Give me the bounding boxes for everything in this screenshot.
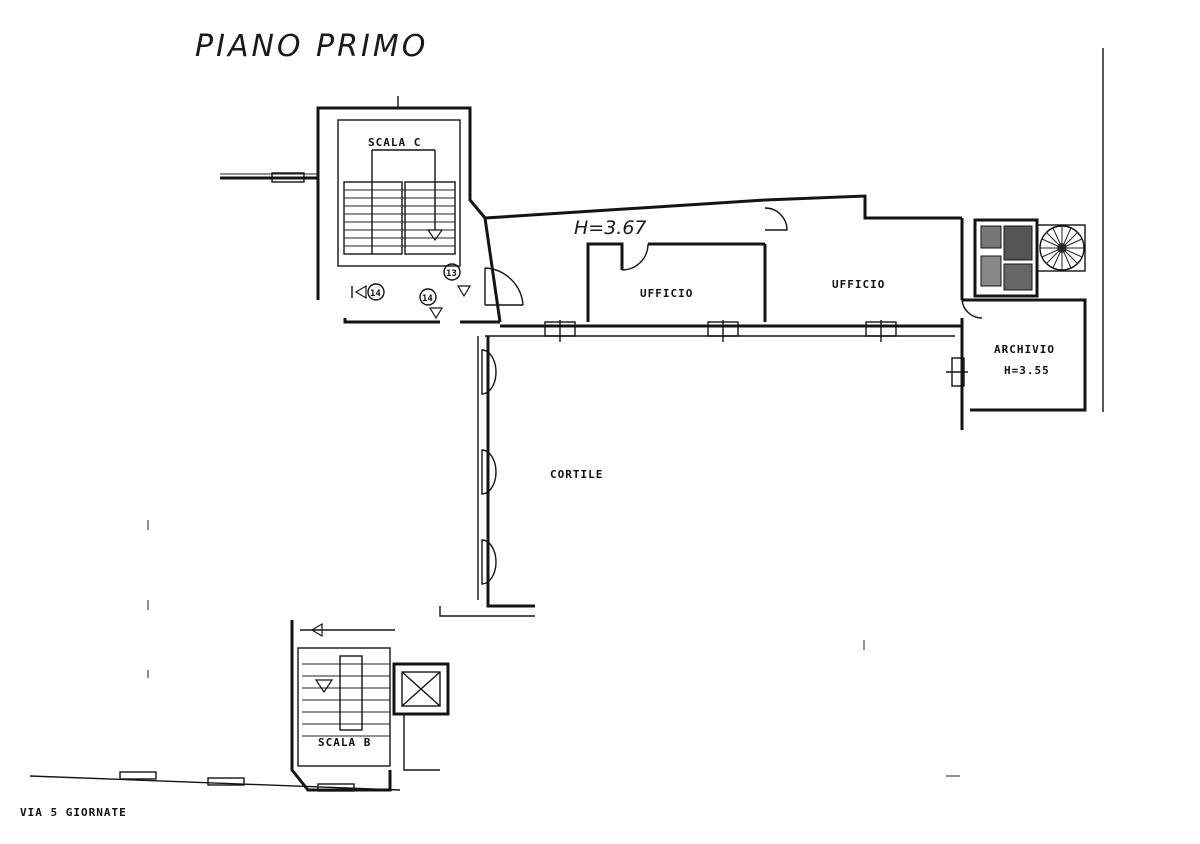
- bathroom-fixtures: [980, 225, 1033, 291]
- marker-14-center: 14: [419, 288, 444, 320]
- courtyard-wall: [439, 336, 535, 617]
- street-line: [29, 771, 401, 792]
- ufficio-1-label: UFFICIO: [640, 287, 693, 300]
- svg-text:14: 14: [422, 294, 433, 304]
- cortile-label: CORTILE: [550, 468, 603, 481]
- spiral-stair-icon: [1039, 225, 1085, 271]
- scala-b-block: SCALA B: [290, 620, 450, 792]
- svg-text:13: 13: [446, 269, 457, 279]
- marker-13: 13: [443, 263, 472, 298]
- elevator-icon: [392, 662, 450, 716]
- svg-text:14: 14: [370, 289, 381, 299]
- service-block: [973, 218, 1086, 298]
- courtyard-windows: [481, 349, 497, 585]
- scala-c-stair-treads: [343, 149, 456, 255]
- archivio-height-label: H=3.55: [1004, 364, 1050, 377]
- scala-b-stair-treads: [302, 655, 390, 737]
- ufficio-2-label: UFFICIO: [832, 278, 885, 291]
- plan-title: PIANO PRIMO: [195, 29, 428, 64]
- office-wing: H=3.67 UFFICIO UFFICIO: [483, 194, 964, 342]
- scala-c-label: SCALA C: [368, 136, 421, 149]
- street-label: VIA 5 GIORNATE: [20, 806, 127, 819]
- archivio-room: ARCHIVIO H=3.55: [946, 298, 1087, 430]
- scala-b-label: SCALA B: [318, 736, 371, 749]
- office-windows: [544, 320, 897, 342]
- scan-marks: [147, 520, 960, 777]
- marker-14-left: 14: [351, 283, 385, 301]
- scala-c-block: SCALA C 14 14 13: [220, 96, 524, 324]
- archivio-label: ARCHIVIO: [994, 343, 1055, 356]
- archivio-window: [946, 357, 968, 387]
- offices-height-label: H=3.67: [574, 217, 647, 239]
